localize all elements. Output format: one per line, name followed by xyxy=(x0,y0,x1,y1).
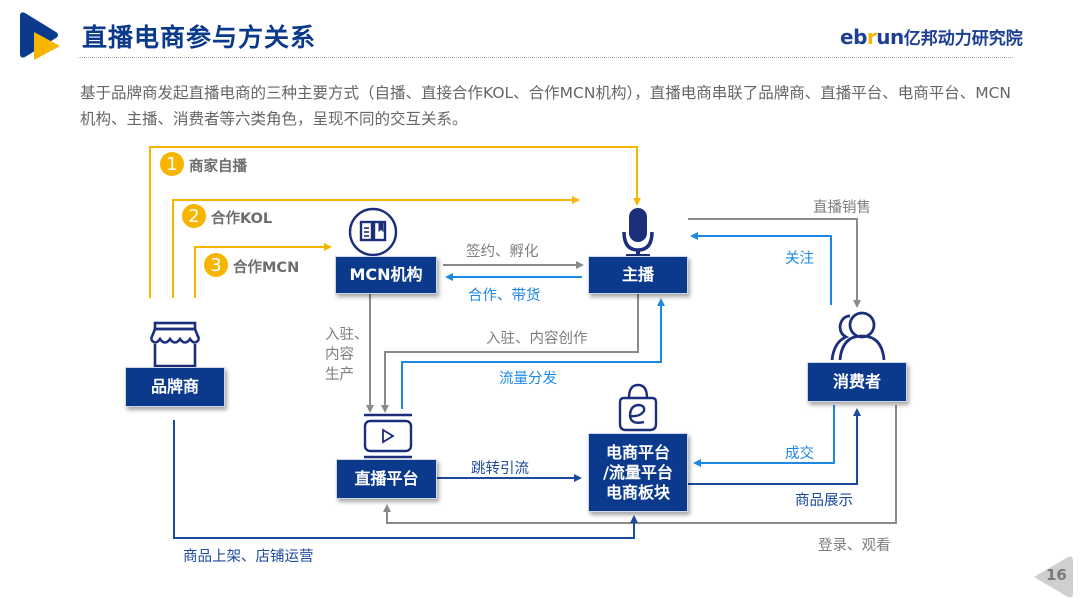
node-ecommerce: 电商平台 /流量平台 电商板块 xyxy=(588,433,688,512)
label-live-to-anchor: 流量分发 xyxy=(499,371,557,387)
label-mcn-to-live-3: 生产 xyxy=(325,367,354,383)
node-mcn: MCN机构 xyxy=(335,256,437,294)
page-number: 16 xyxy=(1046,566,1067,584)
edge-mode1-self-broadcast xyxy=(149,146,641,298)
label-consumer-to-live: 登录、观看 xyxy=(818,538,891,554)
microphone-icon xyxy=(622,208,654,258)
node-live-platform: 直播平台 xyxy=(336,459,437,499)
node-ecommerce-line2: /流量平台 xyxy=(603,462,673,482)
storefront-icon xyxy=(149,321,201,368)
mode-badge-2: 2 xyxy=(182,204,206,228)
node-ecommerce-line3: 电商板块 xyxy=(605,482,670,502)
edge-live-to-anchor xyxy=(401,298,665,409)
edge-consumer-to-live xyxy=(383,405,897,524)
label-consumer-to-anchor: 关注 xyxy=(785,251,814,267)
edge-brand-to-ecommerce xyxy=(173,420,638,539)
label-anchor-to-consumer: 直播销售 xyxy=(813,200,871,216)
label-mcn-to-live-2: 内容 xyxy=(325,347,354,363)
brand-name-cn: 亿邦动力研究院 xyxy=(903,29,1023,49)
label-ecommerce-to-consumer: 商品展示 xyxy=(795,493,853,509)
book-icon xyxy=(348,207,398,257)
brand-latin-part: eb xyxy=(840,25,867,49)
video-player-icon xyxy=(363,413,413,459)
label-brand-to-ecommerce: 商品上架、店铺运营 xyxy=(183,549,314,565)
logo-play-icon xyxy=(20,12,60,60)
page-number-marker xyxy=(1034,556,1073,598)
mode-label-mcn: 合作MCN xyxy=(233,260,300,276)
brand-logo: ebrun亿邦动力研究院 xyxy=(840,24,1023,49)
label-mcn-to-anchor: 签约、孵化 xyxy=(466,244,539,260)
node-consumer: 消费者 xyxy=(807,362,907,402)
edge-mode3-mcn xyxy=(194,243,332,298)
mode-badge-1: 1 xyxy=(160,152,184,176)
node-anchor: 主播 xyxy=(588,256,688,294)
mode-label-kol: 合作KOL xyxy=(211,211,273,227)
edge-consumer-to-ecommerce xyxy=(693,405,835,467)
label-anchor-to-mcn: 合作、带货 xyxy=(468,288,541,304)
label-anchor-to-live: 入驻、内容创作 xyxy=(486,331,588,347)
page-title: 直播电商参与方关系 xyxy=(82,23,317,52)
shopping-bag-icon xyxy=(618,383,658,432)
mode-badge-3: 3 xyxy=(204,253,228,277)
brand-latin-accent: r xyxy=(866,25,877,49)
label-mcn-to-live-1: 入驻、 xyxy=(325,327,369,343)
users-icon xyxy=(830,311,886,361)
edge-consumer-to-anchor xyxy=(690,232,832,305)
edge-ecommerce-to-consumer xyxy=(688,408,861,485)
edge-anchor-to-consumer xyxy=(688,218,861,308)
title-divider xyxy=(78,57,1013,58)
edge-anchor-to-live xyxy=(381,293,639,413)
mode-label-self-broadcast: 商家自播 xyxy=(189,159,247,175)
edge-mode2-kol xyxy=(172,196,580,298)
label-consumer-to-ecommerce: 成交 xyxy=(785,446,814,462)
intro-paragraph: 基于品牌商发起直播电商的三种主要方式（自播、直接合作KOL、合作MCN机构），直… xyxy=(80,84,1011,128)
brand-latin-part: un xyxy=(876,25,904,49)
node-brand: 品牌商 xyxy=(125,367,225,407)
node-ecommerce-line1: 电商平台 xyxy=(605,442,670,462)
label-live-to-ecommerce: 跳转引流 xyxy=(471,461,529,477)
